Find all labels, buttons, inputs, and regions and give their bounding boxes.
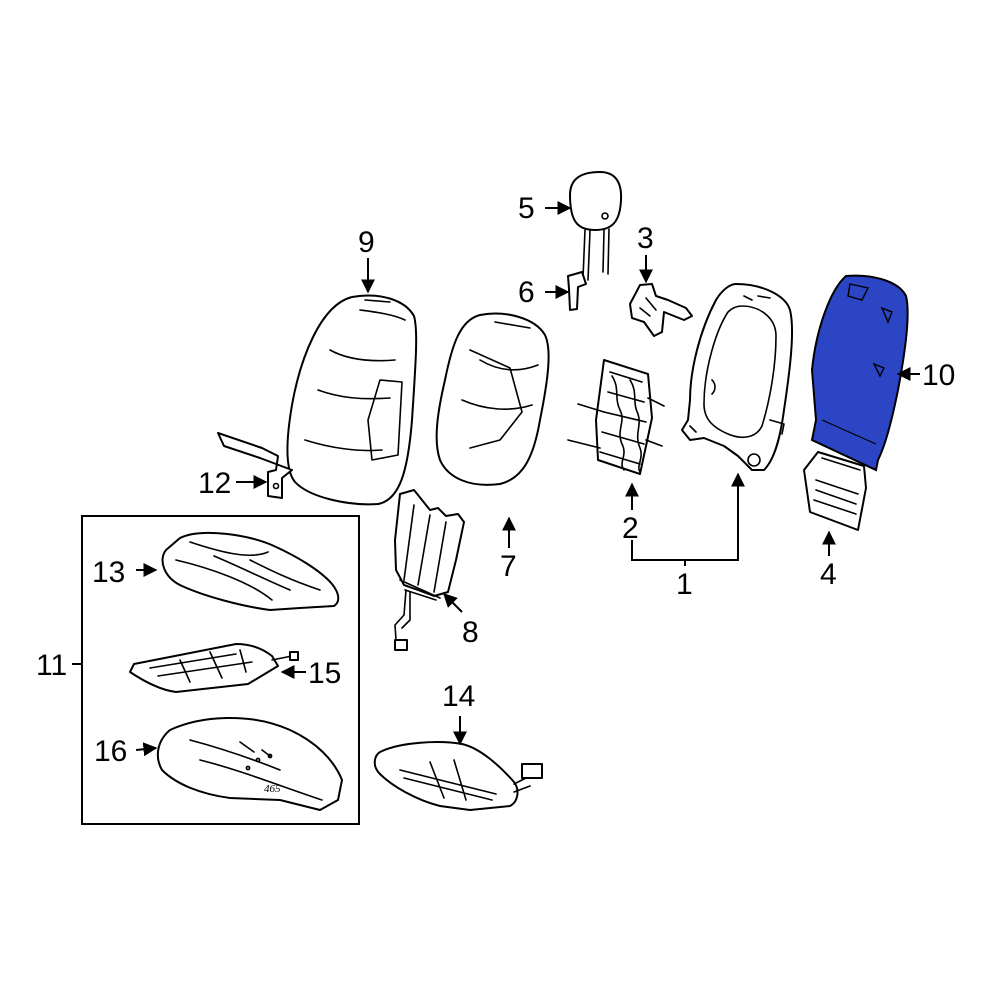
callout-1[interactable]: 1: [676, 568, 693, 601]
part-4-panel[interactable]: [803, 451, 867, 531]
part-13-seat-cushion-top[interactable]: [161, 532, 340, 611]
part-2-lumbar-support[interactable]: [567, 359, 665, 475]
callout-11[interactable]: 11: [36, 649, 67, 682]
callout-5[interactable]: 5: [518, 192, 535, 225]
callout-9[interactable]: 9: [358, 226, 375, 259]
callout-15[interactable]: 15: [308, 657, 341, 690]
part-16-seat-foam[interactable]: 465: [156, 717, 343, 811]
part-12-bracket[interactable]: [217, 432, 293, 499]
part-marking-465: 465: [264, 783, 281, 795]
leader-lines: [72, 201, 920, 757]
callout-14[interactable]: 14: [442, 680, 475, 713]
callout-13[interactable]: 13: [92, 556, 125, 589]
part-6-guide-sleeve[interactable]: [567, 271, 587, 311]
callout-8[interactable]: 8: [462, 616, 479, 649]
callout-labels: 1 2 3 4 5 6 7 8 9 10 11 12 13 14 15 16: [36, 192, 955, 768]
part-5-headrest[interactable]: [569, 171, 623, 281]
callout-2[interactable]: 2: [622, 512, 639, 545]
callout-3[interactable]: 3: [637, 222, 654, 255]
callout-12[interactable]: 12: [198, 467, 231, 500]
part-1-seatback-frame[interactable]: [681, 283, 794, 471]
part-9-seatback-cover[interactable]: [286, 294, 418, 506]
part-10-rear-panel[interactable]: [810, 274, 909, 472]
part-14-seat-heater[interactable]: [373, 741, 543, 811]
part-3-bracket[interactable]: [629, 283, 693, 337]
callout-16[interactable]: 16: [94, 735, 127, 768]
part-7-seatback-pad[interactable]: [435, 312, 550, 486]
callout-10[interactable]: 10: [922, 359, 955, 392]
callout-7[interactable]: 7: [500, 550, 517, 583]
group-11-box: [81, 515, 360, 825]
part-15-seat-plate[interactable]: [129, 643, 299, 693]
part-8-heater-mat[interactable]: [394, 489, 465, 651]
callout-4[interactable]: 4: [820, 558, 837, 591]
part-10-highlight-fill: [810, 274, 909, 472]
callout-6[interactable]: 6: [518, 276, 535, 309]
